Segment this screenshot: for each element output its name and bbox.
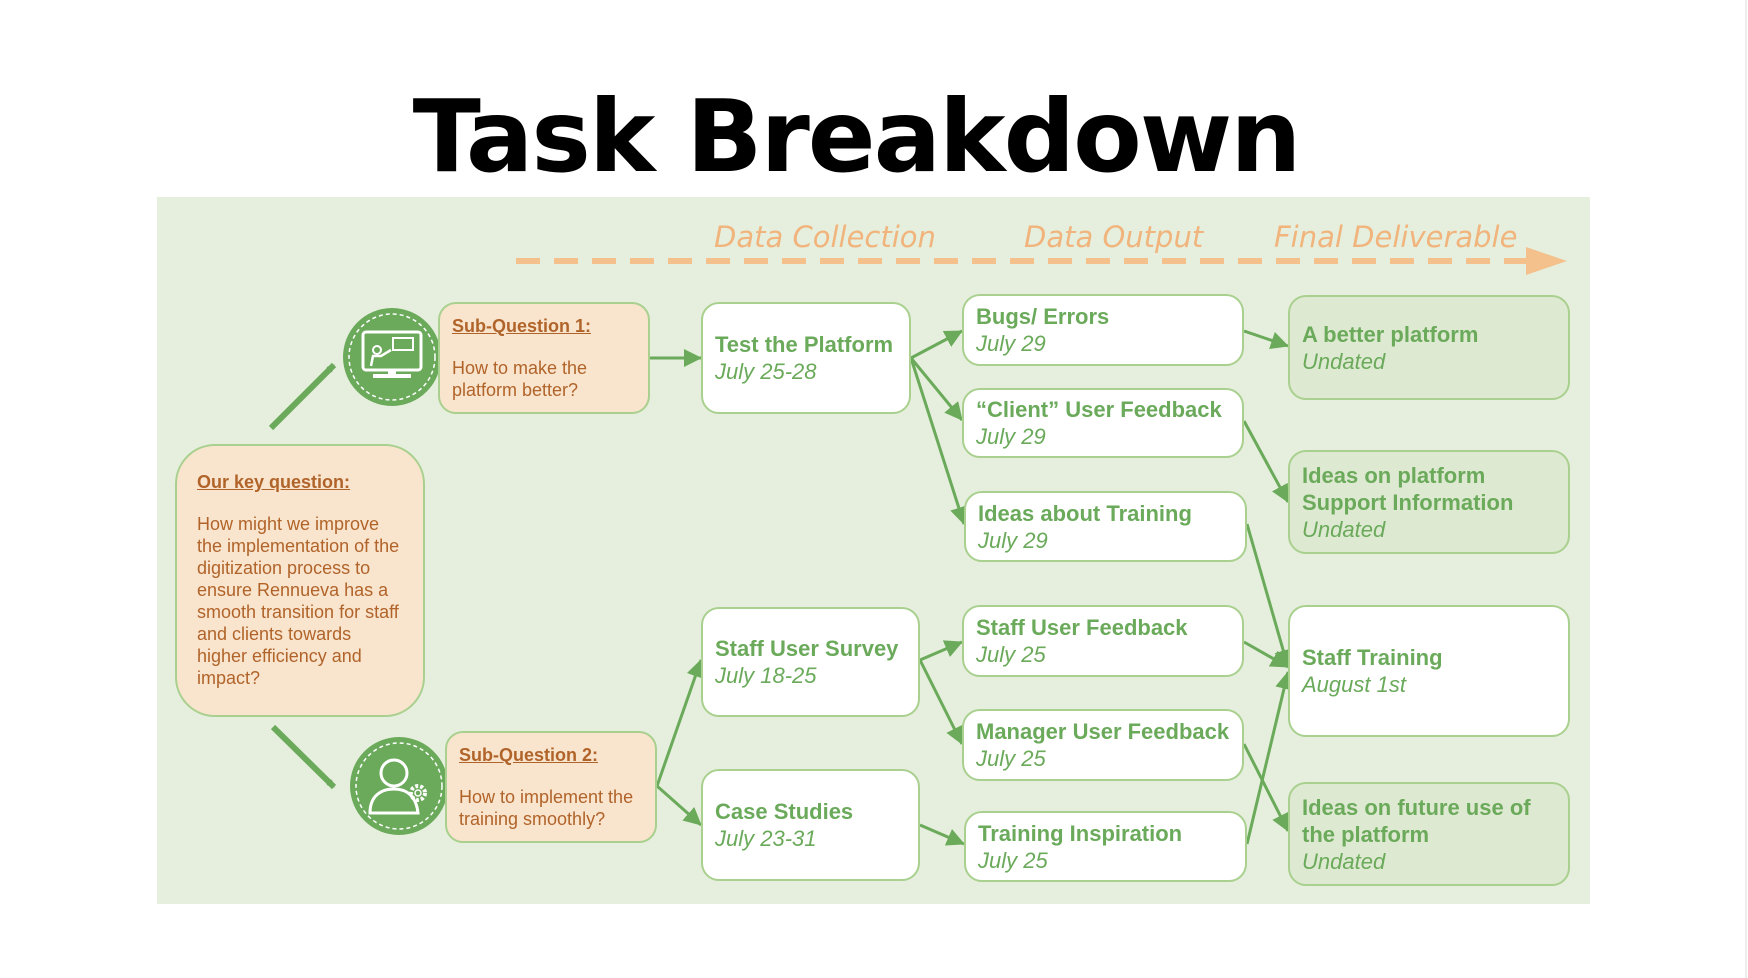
task-title: Staff User Survey (715, 636, 899, 661)
user-gear-icon (350, 737, 448, 835)
task-date: July 23-31 (715, 826, 817, 851)
key-question-box: Our key question: How might we improve t… (175, 444, 425, 717)
deliverable-support-info: Ideas on platform Support Information Un… (1288, 450, 1570, 554)
task-date: July 25-28 (715, 359, 817, 384)
sub-question-2-heading: Sub-Question 2: (459, 744, 598, 765)
sub-question-1-heading: Sub-Question 1: (452, 315, 591, 336)
page-title: Task Breakdown (412, 78, 1302, 195)
output-bugs-errors: Bugs/ Errors July 29 (962, 294, 1244, 366)
task-title: Staff User Feedback (976, 615, 1188, 640)
task-date: July 29 (976, 424, 1046, 449)
task-title: Manager User Feedback (976, 719, 1230, 744)
presentation-monitor-icon (343, 308, 441, 406)
task-title: A better platform (1302, 321, 1479, 347)
task-title: Test the Platform (715, 332, 894, 357)
task-date: July 18-25 (715, 663, 817, 688)
output-training-inspiration: Training Inspiration July 25 (964, 811, 1247, 882)
task-title: Ideas about Training (978, 500, 1192, 526)
deliverable-better-platform: A better platform Undated (1288, 295, 1570, 400)
collection-case-studies: Case Studies July 23-31 (701, 769, 920, 881)
output-ideas-training: Ideas about Training July 29 (964, 491, 1247, 562)
arrow-key-to-sq2 (270, 724, 337, 790)
task-title: Case Studies (715, 799, 854, 824)
output-staff-feedback: Staff User Feedback July 25 (962, 605, 1244, 677)
phase-data-output: Data Output (1024, 220, 1204, 254)
collection-test-platform: Test the Platform July 25-28 (701, 302, 911, 414)
task-title: Ideas on future use of the platform (1302, 794, 1531, 847)
sub-question-1-box: Sub-Question 1: How to make the platform… (438, 302, 650, 414)
key-question-heading: Our key question: (197, 472, 351, 492)
task-date: August 1st (1302, 672, 1406, 697)
task-title: “Client” User Feedback (976, 397, 1222, 422)
sub-question-2-box: Sub-Question 2: How to implement the tra… (445, 731, 657, 843)
deliverable-future-use: Ideas on future use of the platform Unda… (1288, 782, 1570, 886)
timeline-arrow (516, 247, 1567, 275)
task-date: Undated (1302, 516, 1386, 542)
collection-staff-survey: Staff User Survey July 18-25 (701, 607, 920, 717)
divider (1745, 0, 1747, 978)
task-title: Bugs/ Errors (976, 304, 1110, 329)
task-title: Training Inspiration (978, 820, 1183, 846)
task-title: Ideas on platform Support Information (1302, 462, 1514, 515)
task-date: Undated (1302, 848, 1386, 874)
output-manager-feedback: Manager User Feedback July 25 (962, 709, 1244, 781)
phase-data-collection: Data Collection (714, 220, 936, 254)
task-date: July 29 (978, 527, 1048, 553)
task-date: July 25 (976, 746, 1046, 771)
phase-final-deliverable: Final Deliverable (1274, 220, 1518, 254)
task-date: July 25 (978, 847, 1048, 873)
task-date: July 25 (976, 642, 1046, 667)
task-date: July 29 (976, 331, 1046, 356)
key-question-text: How might we improve the implementation … (197, 514, 400, 688)
sub-question-1-text: How to make the platform better? (452, 357, 588, 400)
output-client-feedback: “Client” User Feedback July 29 (962, 388, 1244, 458)
deliverable-staff-training: Staff Training August 1st (1288, 605, 1570, 737)
task-date: Undated (1302, 348, 1386, 374)
arrow-key-to-sq1 (268, 362, 337, 431)
task-title: Staff Training (1302, 645, 1443, 670)
sub-question-2-text: How to implement the training smoothly? (459, 786, 634, 829)
